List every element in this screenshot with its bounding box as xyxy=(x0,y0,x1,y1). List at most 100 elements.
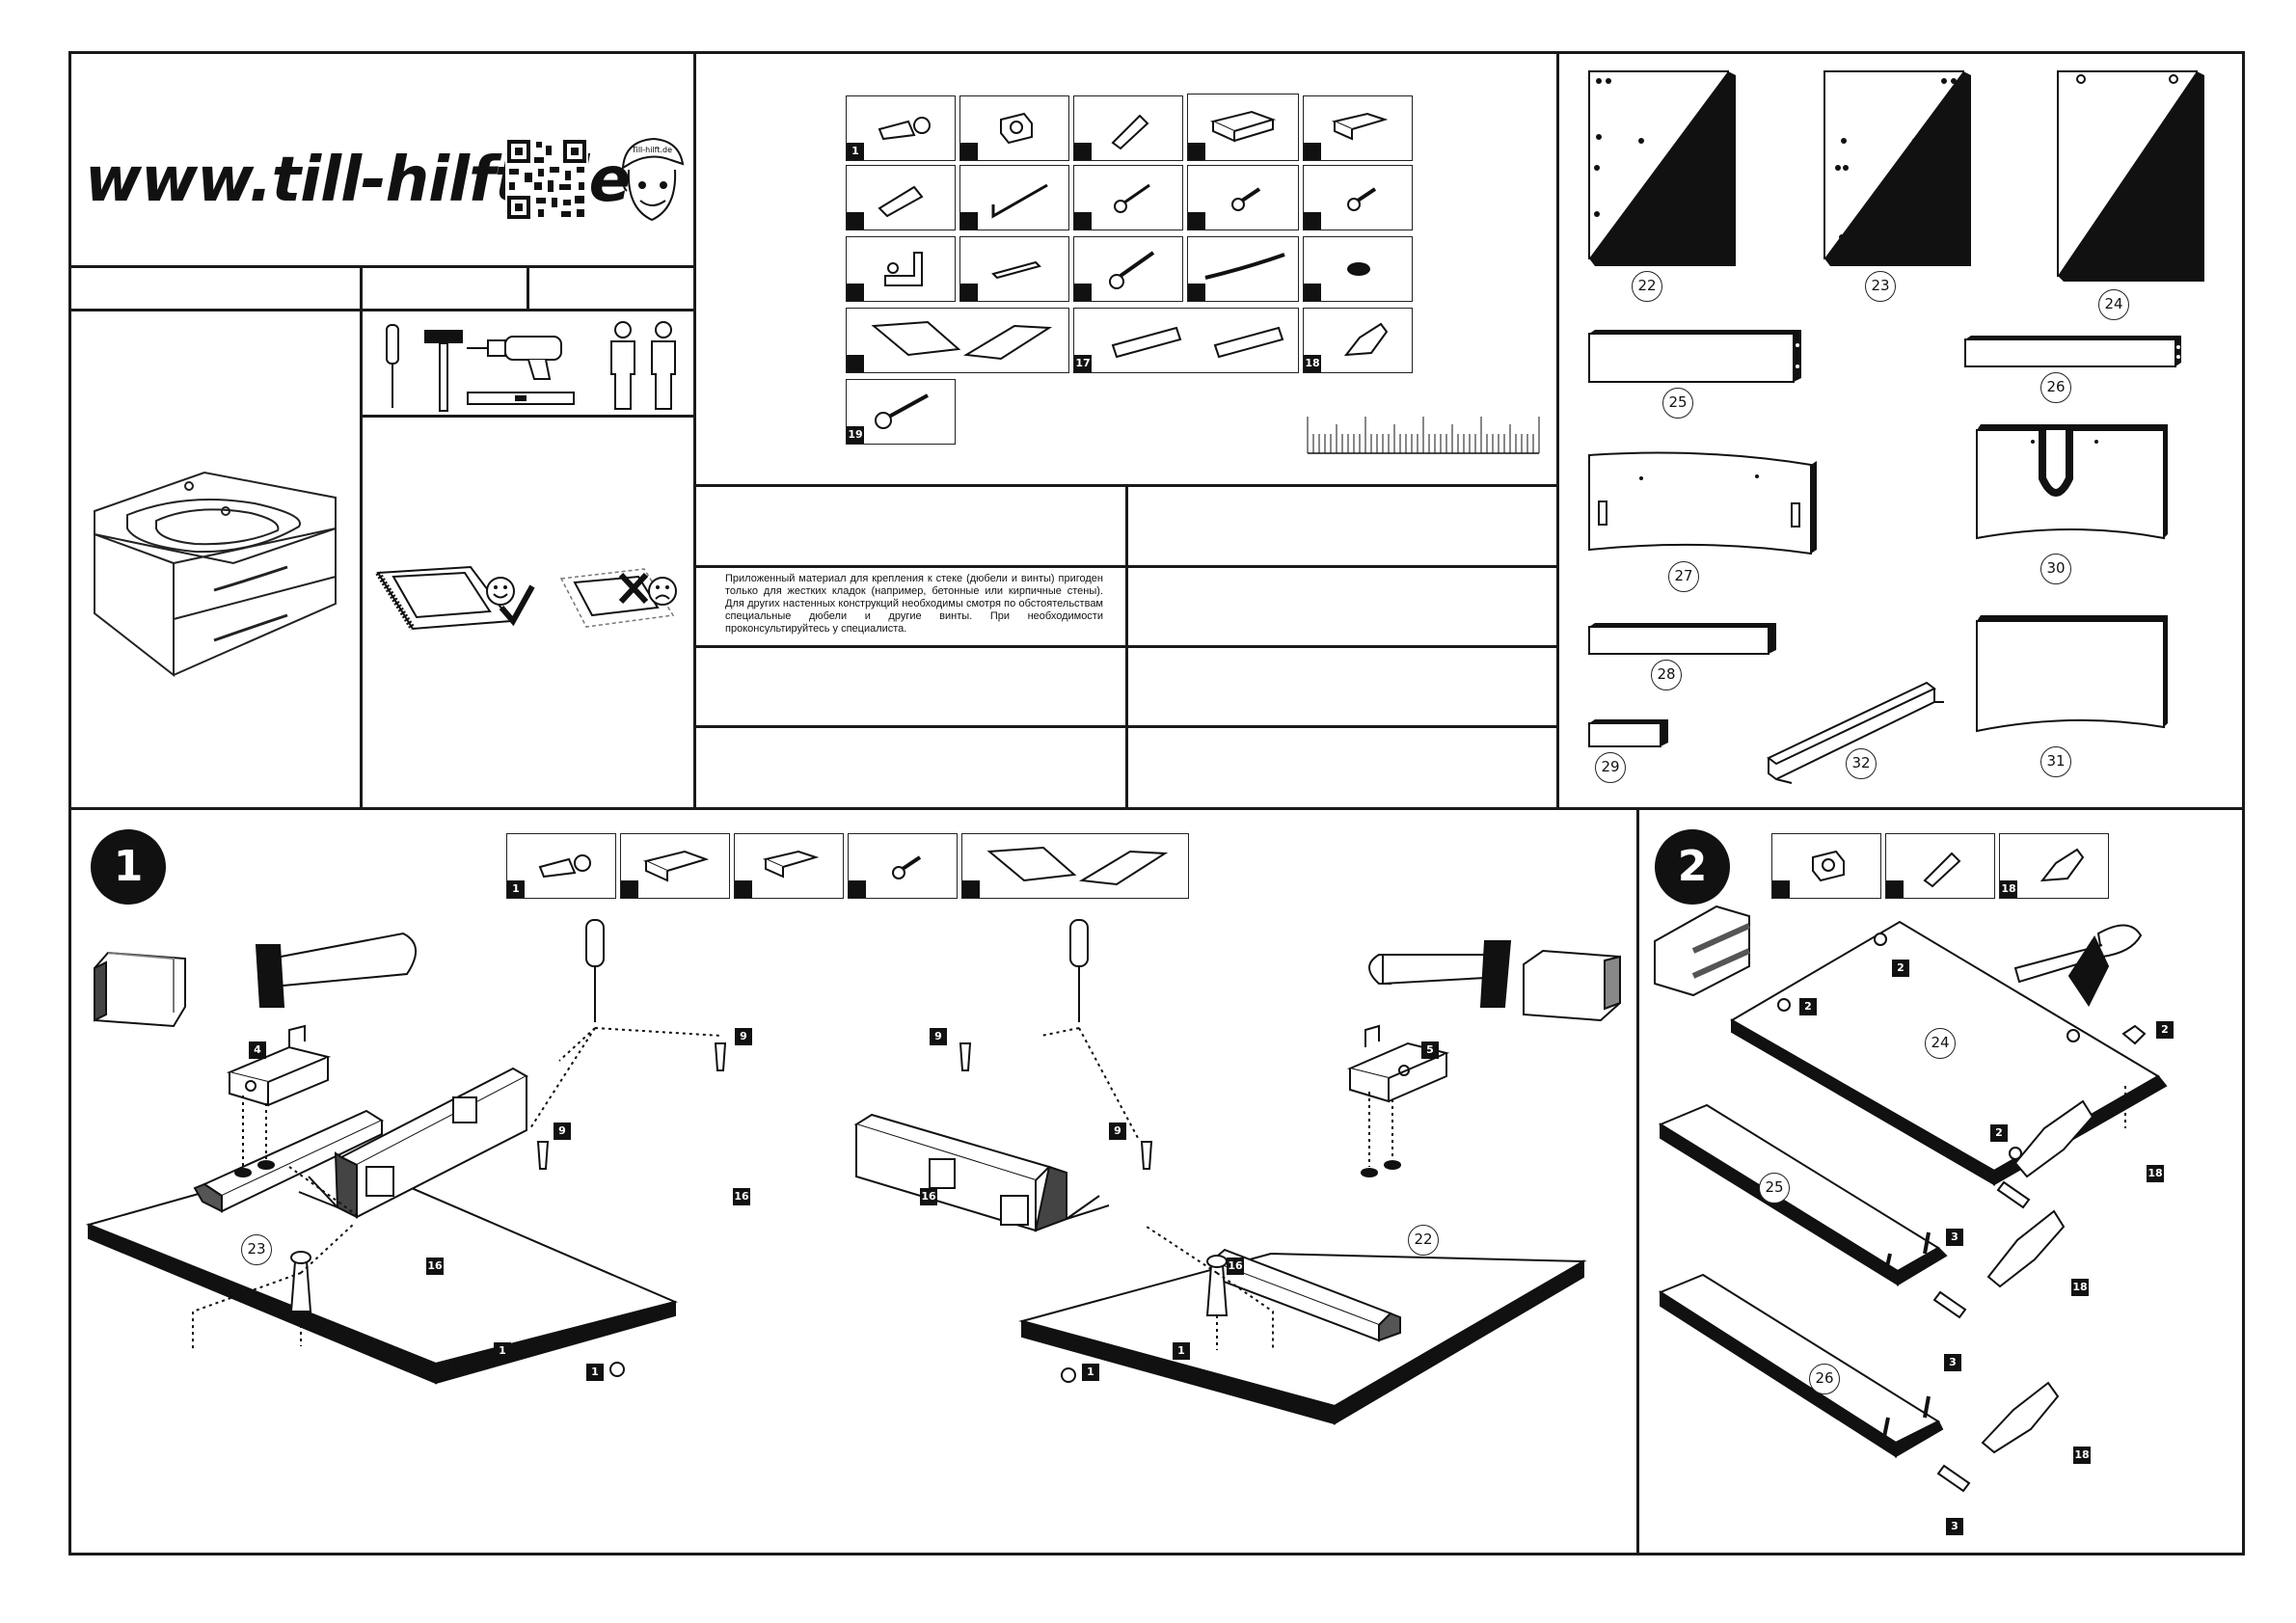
part-tag: 19 xyxy=(847,426,864,444)
part-tag xyxy=(847,212,864,230)
callout: 9 xyxy=(554,1123,571,1140)
qr-code-icon xyxy=(505,138,588,221)
callout: 2 xyxy=(1799,998,1817,1015)
part-cell xyxy=(1187,165,1299,230)
glue-tube-icon xyxy=(1343,322,1389,357)
hammer-icon xyxy=(424,330,463,412)
part-cell xyxy=(959,236,1069,302)
panel-label: 23 xyxy=(1865,271,1896,302)
wood-screw-icon xyxy=(875,393,929,429)
part-tag xyxy=(1886,880,1904,898)
protective-mat-good xyxy=(375,565,513,631)
mascot-icon: Till-hilft.de xyxy=(621,137,685,222)
part-tag: 1 xyxy=(847,143,864,160)
panel-30-drawing xyxy=(1976,424,2168,540)
divider-header-row2 xyxy=(68,309,695,311)
panel-26-drawing xyxy=(1964,336,2181,367)
hanger-bracket-icon xyxy=(642,850,710,882)
callout: 5 xyxy=(1421,1041,1439,1059)
part-cell: 17 xyxy=(1073,308,1299,373)
smiley-happy-icon xyxy=(486,577,515,606)
panel-label: 26 xyxy=(2040,372,2071,403)
panel-label: 22 xyxy=(1632,271,1662,302)
part-cell: 19 xyxy=(846,379,956,445)
part-cell xyxy=(959,165,1069,230)
divider-col2 xyxy=(1556,51,1559,809)
part-tag xyxy=(960,143,978,160)
part-cell xyxy=(848,833,958,899)
callout: 16 xyxy=(1227,1258,1244,1275)
part-tag: 18 xyxy=(2000,880,2017,898)
part-cell xyxy=(1073,236,1183,302)
callout: 1 xyxy=(494,1342,511,1360)
part-cell xyxy=(1303,165,1413,230)
screw-icon xyxy=(1114,183,1150,213)
part-cell: 18 xyxy=(1999,833,2109,899)
part-tag xyxy=(1304,284,1321,301)
callout: 16 xyxy=(733,1188,750,1205)
callout: 2 xyxy=(1892,960,1909,977)
callout: 3 xyxy=(1946,1518,1963,1535)
panel-29-drawing xyxy=(1588,719,1668,747)
callout: 16 xyxy=(426,1258,444,1275)
part-tag xyxy=(847,284,864,301)
part-tag xyxy=(1074,212,1092,230)
callout: 4 xyxy=(249,1041,266,1059)
part-tag: 17 xyxy=(1074,355,1092,372)
panel-32-drawing xyxy=(1767,681,1944,784)
panel-label: 30 xyxy=(2040,554,2071,584)
part-cell xyxy=(734,833,844,899)
callout: 1 xyxy=(1082,1364,1099,1381)
cam-lock-icon xyxy=(1812,850,1845,882)
part-tag xyxy=(1304,143,1321,160)
part-tag xyxy=(960,284,978,301)
callout: 18 xyxy=(2147,1165,2164,1182)
panel-label: 23 xyxy=(241,1234,272,1265)
step-1-badge: 1 xyxy=(91,829,166,905)
drawer-runners-icon xyxy=(871,320,1053,361)
panel-label: 25 xyxy=(1759,1173,1790,1204)
part-tag xyxy=(621,880,638,898)
panel-24-drawing xyxy=(2057,70,2204,282)
ruler-icon xyxy=(1307,417,1540,454)
check-icon xyxy=(499,584,535,627)
step-2-badge: 2 xyxy=(1655,829,1730,905)
part-cell: 18 xyxy=(1303,308,1413,373)
part-tag xyxy=(960,212,978,230)
part-cell: 1 xyxy=(846,95,956,161)
part-cell xyxy=(1303,236,1413,302)
cam-lock-icon xyxy=(1000,112,1033,145)
part-cell xyxy=(846,165,956,230)
part-tag: 18 xyxy=(1304,355,1321,372)
panel-25-drawing xyxy=(1588,330,1801,383)
callout: 1 xyxy=(586,1364,604,1381)
level-icon xyxy=(467,392,575,405)
spacer-strip-icon xyxy=(991,260,1041,280)
panel-22-drawing xyxy=(1588,70,1736,266)
long-screw-icon xyxy=(1109,251,1155,289)
part-cell xyxy=(1303,95,1413,161)
handle-icon xyxy=(1204,253,1285,280)
panel-label: 27 xyxy=(1668,561,1699,592)
part-tag xyxy=(849,880,866,898)
panel-28-drawing xyxy=(1588,623,1776,655)
screwdriver-icon xyxy=(386,324,399,408)
part-tag xyxy=(735,880,752,898)
wall-hook-icon xyxy=(884,252,923,286)
step1-assembly-drawing xyxy=(85,919,1621,1425)
part-cell xyxy=(1771,833,1881,899)
screw-short-icon xyxy=(892,855,922,879)
cam-bolt-icon xyxy=(538,854,591,879)
part-cell xyxy=(961,833,1189,899)
callout: 1 xyxy=(1173,1342,1190,1360)
glue-tube-icon xyxy=(2039,848,2085,882)
step2-assembly-drawing xyxy=(1654,905,2168,1493)
drawer-box-sides-icon xyxy=(1111,326,1284,359)
panel-label: 25 xyxy=(1662,388,1693,419)
callout: 9 xyxy=(930,1028,947,1045)
callout: 3 xyxy=(1944,1354,1961,1371)
screw-short-icon xyxy=(1231,187,1261,211)
divider-header-cell2 xyxy=(527,265,529,310)
wall-mount-warning: Приложенный материал для крепления к сте… xyxy=(725,573,1103,635)
divider-header-bottom xyxy=(68,265,695,268)
